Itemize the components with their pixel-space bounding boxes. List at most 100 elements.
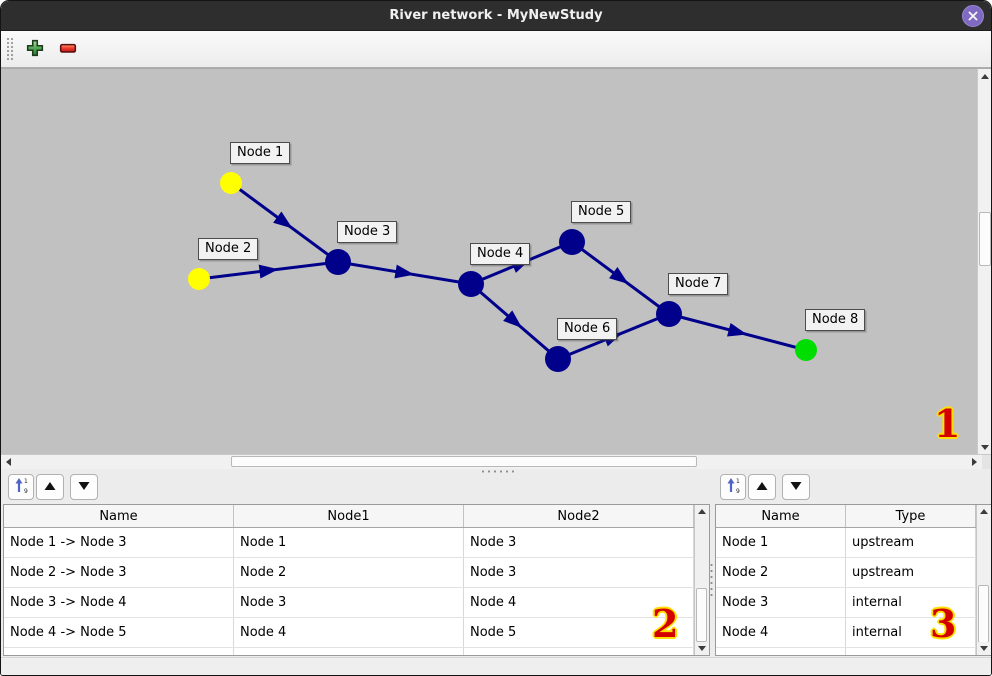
scroll-down-button[interactable] [978, 440, 991, 454]
triangle-down-icon [77, 480, 91, 495]
triangle-up-icon [755, 480, 769, 495]
node-node-8[interactable] [795, 339, 817, 361]
column-header[interactable]: Type [846, 505, 976, 527]
reach-sort-button[interactable]: 1 9 [8, 474, 34, 500]
cell[interactable] [846, 648, 976, 655]
cell[interactable] [4, 648, 234, 655]
horizontal-splitter[interactable] [1, 469, 991, 474]
node-node-2[interactable] [188, 268, 210, 290]
cell[interactable]: Node 4 [464, 588, 694, 617]
toolbar-grip-handle[interactable] [6, 37, 14, 61]
cell[interactable]: Node 2 [716, 558, 846, 587]
remove-button[interactable] [55, 36, 81, 62]
horizontal-scroll-thumb[interactable] [231, 456, 697, 467]
vertical-scroll-thumb[interactable] [979, 212, 991, 266]
node-label[interactable]: Node 2 [198, 238, 259, 260]
sort-ascending-icon: 1 9 [725, 477, 741, 497]
reach-move-up-button[interactable] [36, 474, 64, 500]
scroll-up-button[interactable] [978, 69, 991, 83]
cell[interactable]: Node 1 [234, 528, 464, 557]
cell[interactable]: Node 3 [234, 588, 464, 617]
reach-move-down-button[interactable] [70, 474, 98, 500]
cell[interactable]: Node 1 [716, 528, 846, 557]
cell[interactable]: Node 2 -> Node 3 [4, 558, 234, 587]
triangle-right-icon [972, 457, 977, 466]
node-table-scrollbar[interactable] [976, 505, 991, 655]
vertical-scroll-thumb[interactable] [696, 588, 707, 642]
svg-text:1: 1 [736, 478, 740, 485]
node-node-4[interactable] [458, 271, 484, 297]
node-node-7[interactable] [656, 301, 682, 327]
node-label[interactable]: Node 7 [668, 273, 729, 295]
node-label[interactable]: Node 3 [337, 221, 398, 243]
scroll-right-button[interactable] [967, 455, 982, 468]
column-header[interactable]: Name [4, 505, 234, 527]
node-node-5[interactable] [559, 229, 585, 255]
scroll-left-button[interactable] [1, 455, 16, 468]
node-node-1[interactable] [220, 172, 242, 194]
scroll-up-button[interactable] [695, 505, 709, 518]
canvas-horizontal-scrollbar[interactable] [1, 454, 982, 469]
cell[interactable]: internal [846, 588, 976, 617]
column-header[interactable]: Name [716, 505, 846, 527]
triangle-up-icon [980, 509, 988, 514]
triangle-down-icon [980, 646, 988, 651]
cell[interactable]: upstream [846, 558, 976, 587]
scroll-down-button[interactable] [695, 642, 709, 655]
reach-table-scrollbar[interactable] [694, 505, 709, 655]
node-node-3[interactable] [325, 249, 351, 275]
node-sort-button[interactable]: 1 9 [720, 474, 746, 500]
cell[interactable]: Node 4 -> Node 5 [4, 618, 234, 647]
vertical-splitter[interactable] [710, 504, 714, 656]
cell[interactable]: Node 3 [464, 558, 694, 587]
close-button[interactable] [962, 5, 984, 27]
window-title: River network - MyNewStudy [389, 8, 603, 23]
node-label[interactable]: Node 4 [470, 243, 531, 265]
add-button[interactable] [22, 36, 48, 62]
scroll-down-button[interactable] [977, 642, 991, 655]
cell[interactable] [464, 648, 694, 655]
node-label[interactable]: Node 1 [230, 142, 291, 164]
cell[interactable]: internal [846, 618, 976, 647]
table-row[interactable] [716, 648, 991, 655]
node-move-up-button[interactable] [748, 474, 776, 500]
node-label[interactable]: Node 6 [557, 318, 618, 340]
node-node-6[interactable] [545, 346, 571, 372]
cell[interactable]: Node 3 [464, 528, 694, 557]
cell[interactable]: Node 1 -> Node 3 [4, 528, 234, 557]
cell[interactable]: Node 5 [464, 618, 694, 647]
column-header[interactable]: Node2 [464, 505, 694, 527]
minus-icon [59, 39, 77, 60]
cell[interactable] [716, 648, 846, 655]
cell[interactable]: Node 4 [234, 618, 464, 647]
cell[interactable] [234, 648, 464, 655]
cell[interactable]: upstream [846, 528, 976, 557]
table-row[interactable] [4, 648, 709, 655]
canvas-vertical-scrollbar[interactable] [977, 68, 991, 454]
cell[interactable]: Node 3 [716, 588, 846, 617]
cell[interactable]: Node 4 [716, 618, 846, 647]
triangle-down-icon [789, 480, 803, 495]
node-move-down-button[interactable] [782, 474, 810, 500]
node-label[interactable]: Node 8 [805, 309, 866, 331]
titlebar[interactable]: River network - MyNewStudy [1, 1, 991, 31]
cell[interactable]: Node 2 [234, 558, 464, 587]
triangle-up-icon [43, 480, 57, 495]
column-header[interactable]: Node1 [234, 505, 464, 527]
cell[interactable]: Node 3 -> Node 4 [4, 588, 234, 617]
vertical-scroll-thumb[interactable] [978, 585, 989, 643]
network-canvas[interactable]: Node 1 Node 2 Node 3 Node 4 Node 5 Node 6 Node… [1, 68, 977, 454]
node-label[interactable]: Node 5 [571, 201, 632, 223]
scroll-up-button[interactable] [977, 505, 991, 518]
